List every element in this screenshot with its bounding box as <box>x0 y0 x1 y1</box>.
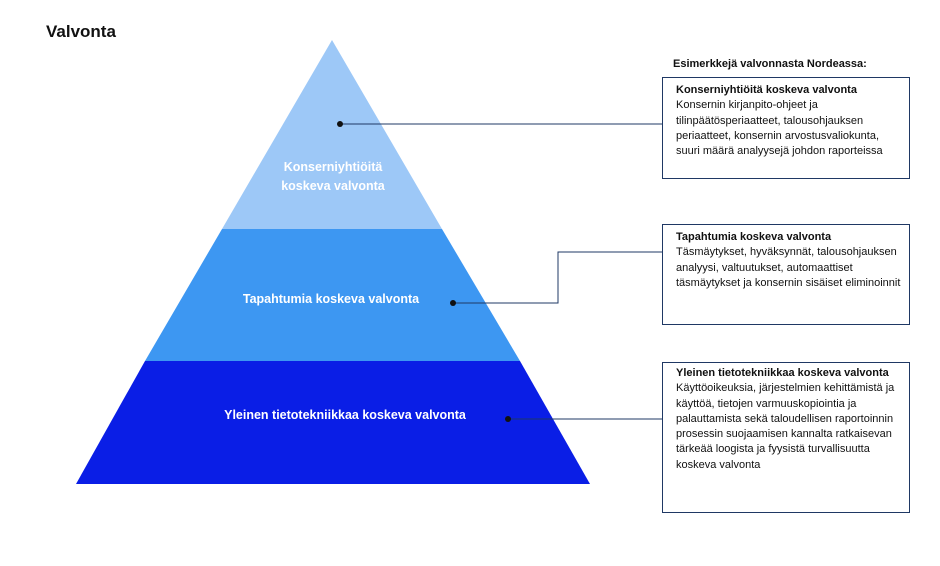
connector-line-middle <box>453 251 663 304</box>
example-box-title: Tapahtumia koskeva valvonta <box>676 231 832 243</box>
example-box-text: Täsmäytykset, hyväksynnät, talousohjauks… <box>676 246 901 289</box>
example-box-group: Konserniyhtiöitä koskeva valvonta Konser… <box>662 77 910 179</box>
level-label-bottom: Yleinen tietotekniikkaa koskeva valvonta <box>224 408 466 422</box>
example-box-transaction: Tapahtumia koskeva valvonta Täsmäytykset… <box>662 224 910 325</box>
marker-dot-middle <box>450 300 456 306</box>
pyramid-level-top <box>222 40 442 229</box>
page-title: Valvonta <box>46 22 116 41</box>
examples-heading: Esimerkkejä valvonnasta Nordeassa: <box>673 58 867 70</box>
marker-dot-bottom <box>505 416 511 422</box>
marker-dot-top <box>337 121 343 127</box>
example-box-title: Konserniyhtiöitä koskeva valvonta <box>676 84 857 96</box>
level-label-top: Konserniyhtiöitä koskeva valvonta <box>281 160 385 193</box>
level-label-middle: Tapahtumia koskeva valvonta <box>242 292 420 306</box>
pyramid-level-middle <box>145 229 520 361</box>
example-box-text: Käyttöoikeuksia, järjestelmien kehittämi… <box>676 382 895 471</box>
example-box-it: Yleinen tietotekniikkaa koskeva valvonta… <box>662 362 910 513</box>
pyramid-level-bottom <box>76 361 590 484</box>
example-box-text: Konsernin kirjanpito-ohjeet ja tilinpäät… <box>676 99 883 158</box>
example-box-title: Yleinen tietotekniikkaa koskeva valvonta <box>676 367 889 379</box>
